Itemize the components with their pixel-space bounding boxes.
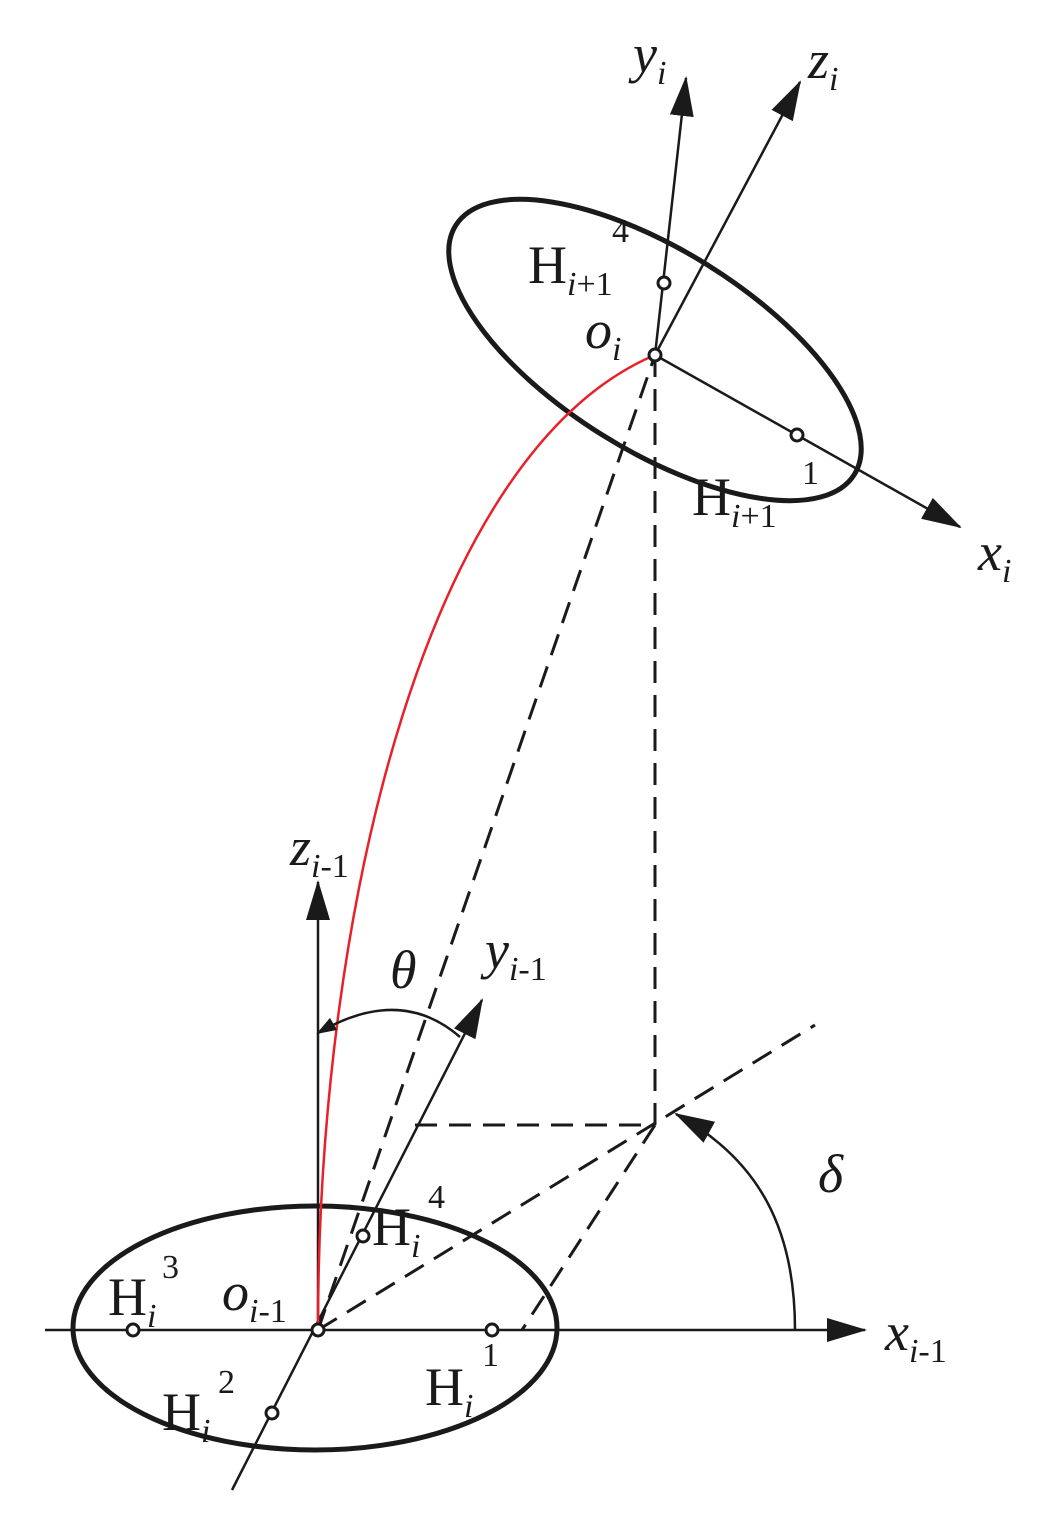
label-z-i: zi (807, 30, 838, 98)
dashed-drop-line (520, 1124, 657, 1331)
label-o-i-minus-1: oi-1 (222, 1262, 287, 1330)
bending-curve (316, 353, 656, 1331)
label-y-i: yi (628, 24, 666, 92)
label-H-i+1-4: Hi+1 (528, 235, 613, 303)
label-H-i+1-1-sup: 1 (802, 455, 819, 492)
dashed-projection-ray (317, 1023, 816, 1332)
label-o-i: oi (585, 300, 621, 368)
label-y-i-minus-1: yi-1 (480, 920, 547, 988)
bottom-ellipse (70, 1203, 560, 1453)
delta-arc (674, 1112, 797, 1331)
top-ellipse (446, 196, 864, 504)
label-x-i: xi (977, 522, 1011, 590)
label-H-i-2-sup: 2 (218, 1364, 235, 1401)
label-H-i-4: Hi (372, 1197, 420, 1265)
label-H-i-4-sup: 4 (428, 1179, 445, 1216)
label-H-i-3-sup: 3 (162, 1249, 179, 1286)
point-H-i-3 (125, 1322, 141, 1338)
label-H-i+1-4-sup: 4 (612, 213, 629, 250)
dashed-chord (316, 354, 657, 1331)
label-H-i-1: Hi (425, 1357, 473, 1425)
z-i-axis (653, 80, 802, 356)
point-H-i-4 (355, 1228, 371, 1244)
point-H-i-1 (484, 1322, 500, 1338)
point-o-i-minus-1 (310, 1322, 326, 1338)
point-H-i-2 (264, 1405, 280, 1421)
label-H-i-1-sup: 1 (482, 1337, 499, 1374)
label-theta: θ (390, 940, 417, 1000)
point-o-i (647, 347, 663, 363)
label-H-i+1-1: Hi+1 (692, 467, 777, 535)
label-z-i-minus-1: zi-1 (289, 817, 349, 885)
point-H-i+1-1 (789, 427, 805, 443)
x-i-axis (654, 353, 962, 529)
label-H-i-2: Hi (162, 1382, 210, 1450)
theta-arc (316, 1008, 461, 1038)
label-x-i-minus-1: xi-1 (884, 1302, 947, 1370)
point-H-i+1-4 (656, 275, 672, 291)
y-i-axis (653, 76, 694, 356)
label-H-i-3: Hi (108, 1267, 156, 1335)
label-delta: δ (818, 1144, 844, 1204)
